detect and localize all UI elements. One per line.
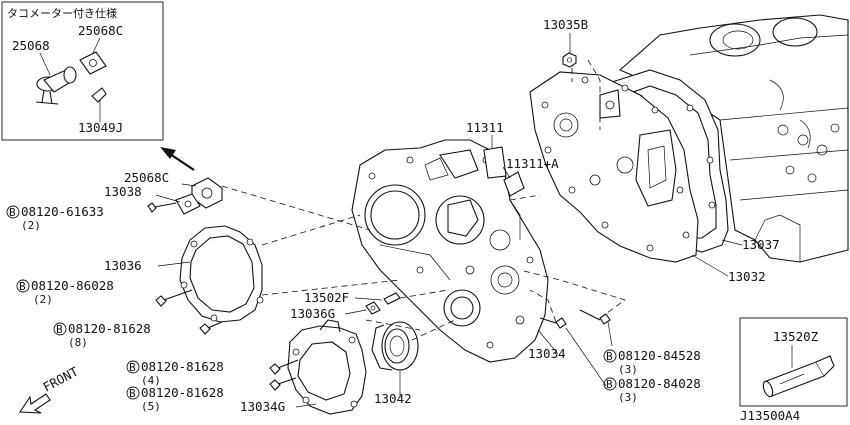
svg-text:B: B [9, 206, 16, 219]
label-25068: 25068 [12, 38, 50, 53]
bolt-81628-5-part [269, 377, 297, 391]
front-arrow-icon [19, 393, 51, 414]
bolt-code: 08120-61633 [21, 204, 104, 219]
bolt-code: 08120-84528 [618, 348, 701, 363]
oil-seal-part [371, 321, 419, 371]
label-13036: 13036 [104, 258, 142, 273]
bolt-circle-icon [126, 386, 140, 400]
bolt-qty: (5) [141, 400, 161, 413]
bolt-qty: (3) [618, 391, 638, 404]
sealant-tube-part [762, 355, 835, 398]
label-11311: 11311 [466, 120, 504, 135]
bolt-code: 08120-86028 [31, 278, 114, 293]
inset-frame-sealant [739, 317, 848, 407]
timing-cover [351, 139, 549, 363]
label-25068C: 25068C [124, 170, 169, 185]
bolt-code: 08120-81628 [68, 321, 151, 336]
bolt-label-61633: B 08120-61633 (2) [6, 204, 104, 232]
bolt-circle-icon [603, 349, 617, 363]
bolt-86028-part [155, 289, 193, 307]
bolt-qty: (4) [141, 374, 161, 387]
part-labels: 13035B 11311 11311+A 25068C 13038 13036 … [104, 17, 780, 414]
bolt-84528-part [579, 309, 611, 325]
diagram-code: J13500A4 [740, 408, 800, 423]
label-11311A: 11311+A [506, 156, 559, 171]
bolt-circle-icon [53, 322, 67, 336]
clip-part [91, 87, 107, 103]
engine-block [618, 14, 849, 263]
label-13049J: 13049J [78, 120, 123, 135]
bolt-label-81628-4: B 08120-81628 (4) [126, 359, 224, 387]
label-13034: 13034 [528, 346, 566, 361]
label-25068C-inset: 25068C [78, 23, 123, 38]
speed-sensor-part [35, 66, 77, 105]
label-13037: 13037 [742, 237, 780, 252]
bolt-circle-icon [126, 360, 140, 374]
pump-housing-part [287, 319, 367, 415]
svg-text:B: B [129, 361, 136, 374]
inset-sealant: 13520Z [739, 317, 848, 407]
bolt-circle-icon [16, 279, 30, 293]
svg-text:B: B [606, 350, 613, 363]
label-13034G: 13034G [240, 399, 285, 414]
front-direction-indicator: FRONT [19, 364, 81, 414]
front-label: FRONT [40, 364, 81, 395]
sensor-cover-part [191, 177, 223, 209]
label-13042: 13042 [374, 391, 412, 406]
leader-lines [155, 33, 743, 408]
gasket-11311-part [483, 146, 507, 179]
rear-plate [529, 71, 699, 263]
bolt-qty: (3) [618, 363, 638, 376]
bolt-code: 08120-81628 [141, 385, 224, 400]
svg-text:B: B [129, 387, 136, 400]
bolt-84028-part [539, 317, 567, 329]
bolt-circle-icon [603, 377, 617, 391]
svg-text:B: B [606, 378, 613, 391]
label-13035B: 13035B [543, 17, 588, 32]
inset-frame [1, 1, 164, 141]
inset-tachometer-variant: タコメーター付き仕様 25068 25068C 13049J [1, 1, 164, 141]
label-13036G: 13036G [290, 306, 335, 321]
inset-reference-arrow [160, 147, 195, 171]
label-13038: 13038 [104, 184, 142, 199]
gasket-11311A-part [503, 171, 525, 197]
svg-text:B: B [19, 280, 26, 293]
label-13502F: 13502F [304, 290, 349, 305]
label-13520Z: 13520Z [773, 329, 819, 344]
bolt-label-84528: B 08120-84528 (3) [603, 348, 701, 376]
bolt-qty: (2) [21, 219, 41, 232]
dowel-pin-part [383, 292, 401, 305]
bolt-code: 08120-81628 [141, 359, 224, 374]
bolt-81628-8-part [199, 321, 223, 335]
bolt-label-81628-5: B 08120-81628 (5) [126, 385, 224, 413]
bolt-label-81628-8: B 08120-81628 (8) [53, 321, 151, 349]
bolt-qty: (8) [68, 336, 88, 349]
bolt-label-84028: B 08120-84028 (3) [603, 376, 701, 404]
bolt-qty: (2) [33, 293, 53, 306]
assembly-guide-lines [221, 185, 626, 341]
plug-13036G-part [365, 301, 381, 315]
label-13032: 13032 [728, 269, 766, 284]
bolt-61633-part [147, 202, 177, 213]
nut-13035B-part [562, 52, 577, 68]
bolt-label-86028: B 08120-86028 (2) [16, 278, 114, 306]
seal-plate-part [179, 225, 264, 323]
bolt-code: 08120-84028 [618, 376, 701, 391]
bolt-81628-4-part [269, 359, 299, 375]
bolt-circle-icon [6, 205, 20, 219]
inset-gasket-part [79, 51, 107, 75]
svg-text:B: B [56, 323, 63, 336]
inset-title: タコメーター付き仕様 [7, 6, 117, 20]
gasket-13038-part [175, 193, 201, 215]
